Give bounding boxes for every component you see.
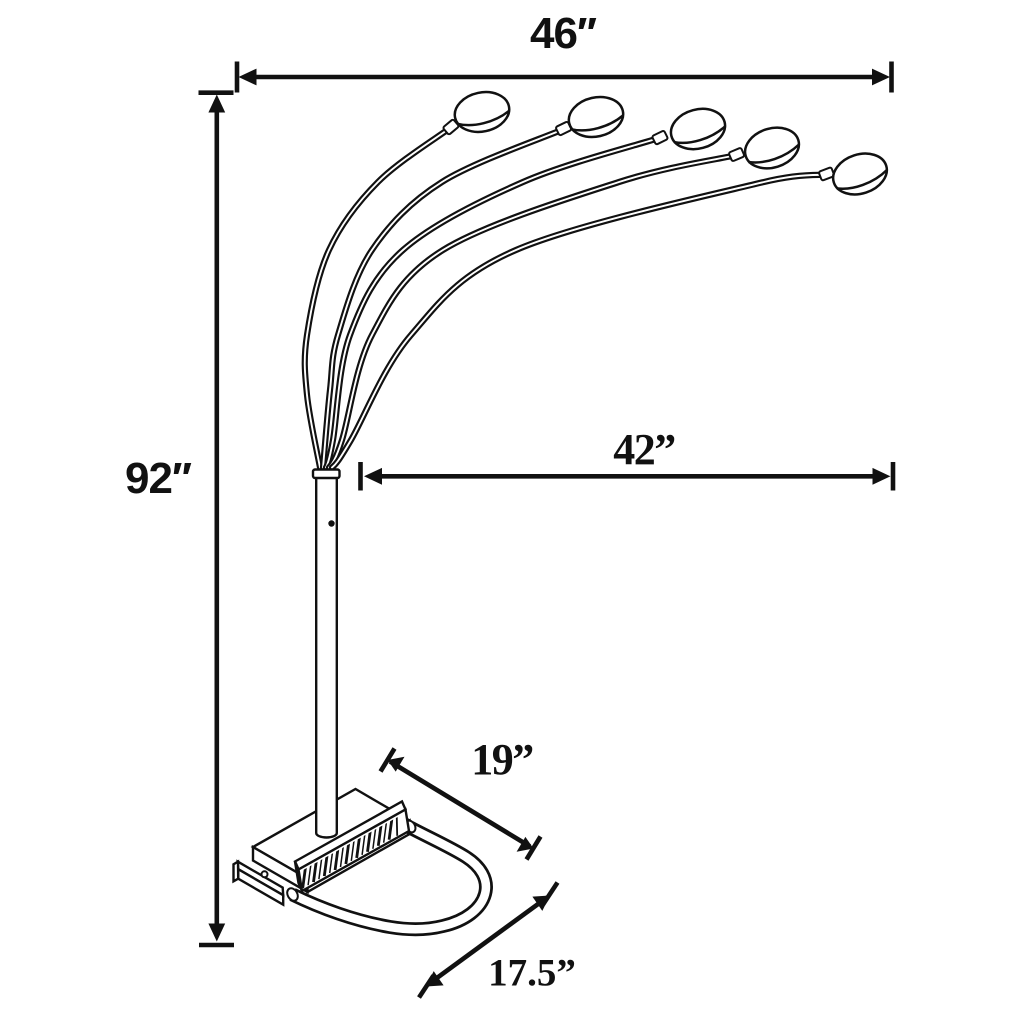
svg-text:46′′: 46′′ (530, 9, 596, 58)
svg-text:19”: 19” (471, 735, 533, 784)
svg-text:42”: 42” (613, 425, 675, 474)
svg-text:17.5”: 17.5” (488, 952, 576, 995)
svg-text:92′′: 92′′ (125, 454, 191, 503)
